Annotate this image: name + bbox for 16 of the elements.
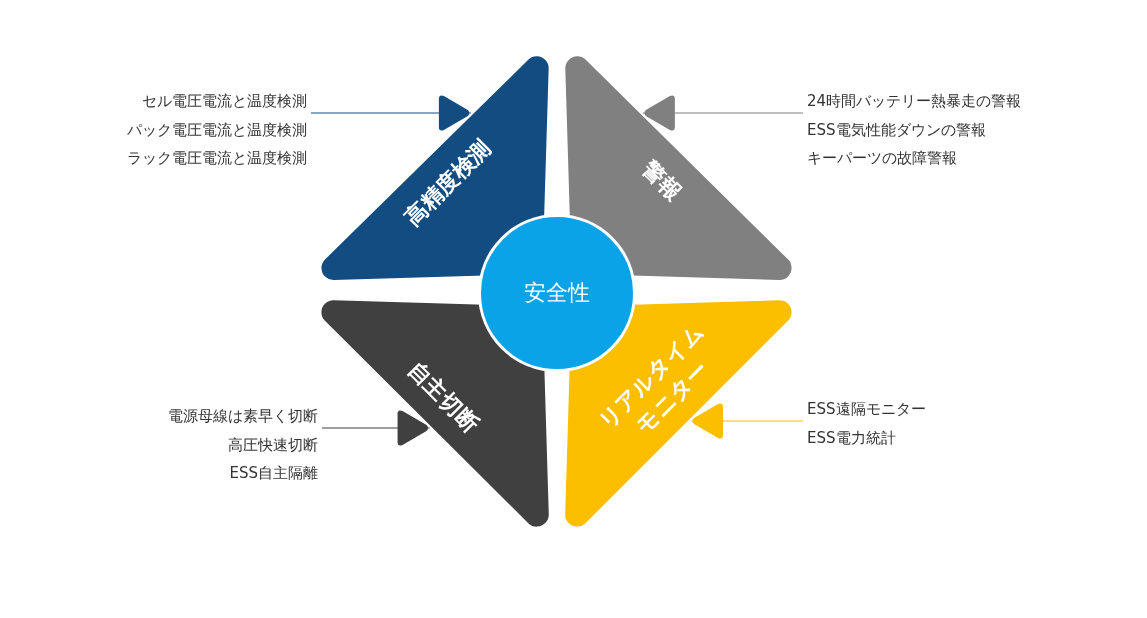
- feature-text: ESS遠隔モニター: [807, 399, 926, 420]
- panel-title: 高精度検測: [398, 133, 497, 233]
- feature-text: 24時間バッテリー熱暴走の警報: [807, 91, 1022, 112]
- feature-text: セル電圧電流と温度検測: [142, 91, 307, 112]
- panel-title: リアルタイムモニター: [592, 317, 715, 441]
- feature-text: キーパーツの故障警報: [807, 148, 957, 169]
- feature-text: 電源母線は素早く切断: [168, 406, 318, 427]
- feature-text: ESS電力統計: [807, 427, 896, 449]
- feature-text: 高圧快速切断: [228, 434, 318, 456]
- feature-text: パック電圧電流と温度検測: [127, 119, 307, 141]
- panel-title: 自主切断: [402, 355, 485, 439]
- circle-label: 安全性: [524, 279, 590, 307]
- panel-title: 警報: [636, 155, 688, 208]
- feature-text: ESS自主隔離: [229, 463, 318, 484]
- feature-text: ESS電気性能ダウンの警報: [807, 119, 986, 141]
- feature-text: ラック電圧電流と温度検測: [127, 148, 307, 169]
